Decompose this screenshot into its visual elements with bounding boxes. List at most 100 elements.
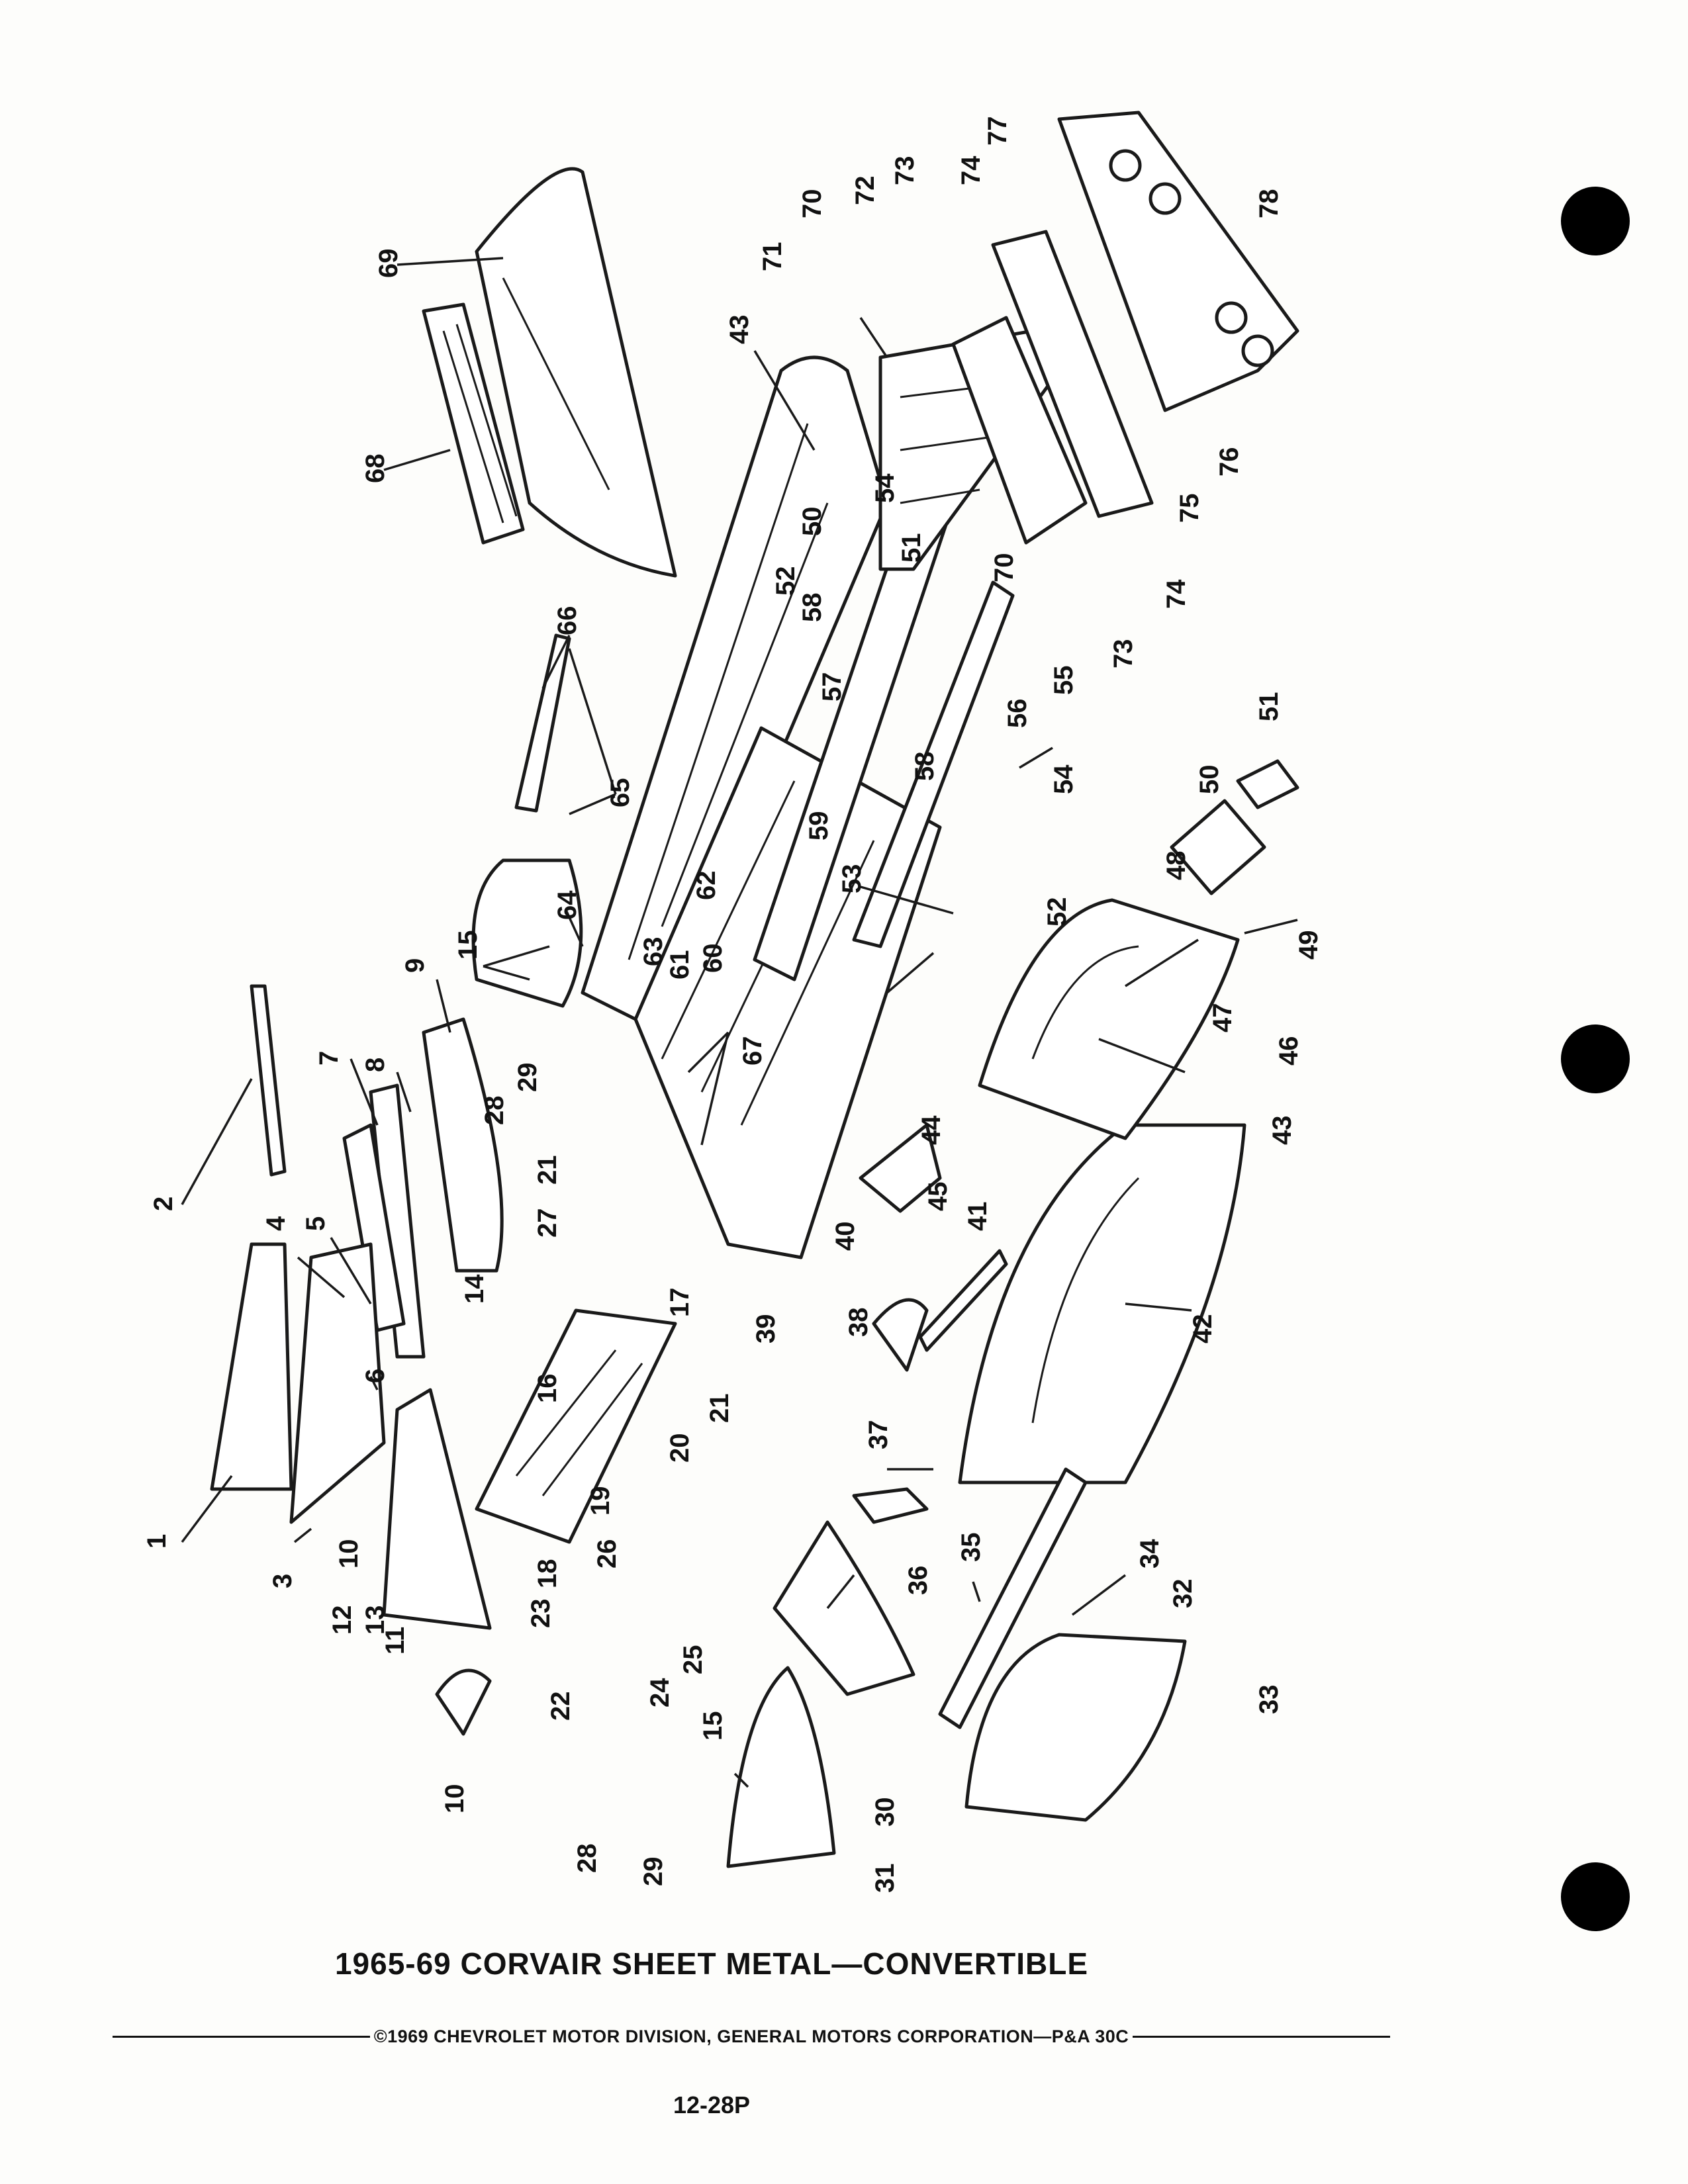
callout-34: 34 — [1135, 1539, 1164, 1569]
leader-lines — [181, 257, 1298, 1788]
callout-56: 56 — [1003, 699, 1032, 729]
footer-rule-left — [113, 2036, 370, 2038]
callout-58b: 58 — [910, 752, 939, 782]
callout-44: 44 — [917, 1115, 946, 1145]
rear-wheelhouse-part — [978, 898, 1240, 1140]
callout-46: 46 — [1274, 1036, 1303, 1066]
callout-39: 39 — [751, 1314, 780, 1344]
callout-68: 68 — [361, 454, 390, 484]
callout-49: 49 — [1294, 931, 1323, 960]
callout-54b: 54 — [1049, 764, 1078, 794]
callout-52b: 52 — [1043, 897, 1072, 927]
callout-37: 37 — [864, 1420, 893, 1450]
callout-38: 38 — [844, 1308, 873, 1338]
callout-7: 7 — [314, 1051, 344, 1066]
callout-14: 14 — [460, 1274, 489, 1304]
binder-hole-middle — [1561, 1024, 1630, 1093]
binder-hole-bottom — [1561, 1862, 1630, 1931]
callout-72: 72 — [851, 176, 880, 206]
windshield-molding-part — [250, 984, 287, 1177]
callout-31: 31 — [870, 1864, 900, 1893]
page-title: 1965-69 CORVAIR SHEET METAL—CONVERTIBLE — [334, 1946, 1089, 1981]
copyright-line: ©1969 CHEVROLET MOTOR DIVISION, GENERAL … — [113, 2026, 1390, 2047]
callout-30: 30 — [870, 1797, 900, 1827]
rear-brace-part — [918, 1249, 1008, 1352]
callout-62: 62 — [692, 871, 721, 901]
callout-26: 26 — [592, 1539, 622, 1569]
callout-23: 23 — [526, 1599, 555, 1629]
callout-2: 2 — [149, 1197, 178, 1211]
callout-43b: 43 — [1268, 1116, 1297, 1146]
vent-panel-part — [872, 1298, 929, 1372]
callout-77: 77 — [983, 116, 1012, 146]
callout-13: 13 — [361, 1606, 390, 1635]
front-compartment-part — [289, 1242, 386, 1524]
rear-quarter-panel-part — [958, 1123, 1246, 1484]
door-panel-part — [964, 1633, 1187, 1822]
callout-32: 32 — [1168, 1579, 1197, 1609]
rocker-outer-part — [938, 1467, 1088, 1729]
callout-70b: 70 — [990, 553, 1019, 583]
callout-3: 3 — [268, 1574, 297, 1588]
binder-hole-top — [1561, 187, 1630, 255]
filler-panel-part — [1170, 799, 1266, 895]
callout-61: 61 — [665, 950, 694, 980]
callout-65: 65 — [606, 778, 635, 808]
callout-69: 69 — [374, 249, 403, 279]
callout-36: 36 — [904, 1566, 933, 1596]
callout-1: 1 — [142, 1534, 171, 1549]
callout-53: 53 — [837, 864, 867, 894]
callout-70: 70 — [798, 189, 827, 219]
callout-45: 45 — [923, 1182, 953, 1212]
callout-78: 78 — [1254, 189, 1284, 219]
callout-20: 20 — [665, 1433, 694, 1463]
callout-75: 75 — [1175, 494, 1204, 523]
page-number: 12-28P — [673, 2091, 751, 2118]
callout-42: 42 — [1188, 1314, 1217, 1344]
rear-vent-part — [859, 1123, 942, 1213]
callout-73b: 73 — [1109, 639, 1138, 669]
front-valance-part — [382, 1388, 492, 1630]
callout-64: 64 — [553, 890, 582, 920]
callout-74b: 74 — [1162, 579, 1191, 609]
rear-pillar-part — [514, 633, 571, 813]
callout-22: 22 — [546, 1692, 575, 1721]
rear-valance-part — [991, 230, 1154, 518]
callout-21b: 21 — [705, 1394, 734, 1424]
callout-76: 76 — [1215, 447, 1244, 477]
instrument-panel-part — [422, 1017, 504, 1273]
callout-25: 25 — [679, 1645, 708, 1675]
footer-rule-right — [1133, 2036, 1390, 2038]
callout-51b: 51 — [1254, 692, 1284, 722]
callout-66: 66 — [553, 606, 582, 636]
callout-10b: 10 — [440, 1784, 469, 1814]
callout-15: 15 — [453, 931, 483, 960]
callout-29b: 29 — [639, 1857, 668, 1887]
filler-panel-part-2 — [1236, 759, 1299, 809]
callout-50b: 50 — [1195, 765, 1224, 795]
callout-57: 57 — [818, 672, 847, 702]
callout-55: 55 — [1049, 666, 1078, 696]
callout-9: 9 — [400, 958, 430, 973]
callout-71: 71 — [758, 242, 787, 272]
lamp-housing-part — [852, 1487, 929, 1524]
callout-54: 54 — [870, 473, 900, 503]
callout-29: 29 — [513, 1063, 542, 1093]
callout-6: 6 — [361, 1369, 390, 1383]
copyright-text: ©1969 CHEVROLET MOTOR DIVISION, GENERAL … — [373, 2026, 1129, 2046]
rear-end-panel-part — [1057, 111, 1299, 412]
part-shapes — [210, 111, 1299, 1868]
callout-10: 10 — [334, 1539, 363, 1569]
callout-8: 8 — [361, 1058, 390, 1072]
callout-50: 50 — [798, 507, 827, 537]
callout-59: 59 — [804, 811, 833, 841]
front-frame-part — [475, 1308, 677, 1544]
callout-16: 16 — [533, 1374, 562, 1404]
callout-19: 19 — [586, 1486, 615, 1516]
callout-27: 27 — [533, 1208, 562, 1238]
callout-21: 21 — [533, 1156, 562, 1185]
callout-51: 51 — [897, 533, 926, 563]
front-wheelhouse-part — [773, 1520, 915, 1696]
rocker-panel-part-2 — [852, 580, 1015, 948]
